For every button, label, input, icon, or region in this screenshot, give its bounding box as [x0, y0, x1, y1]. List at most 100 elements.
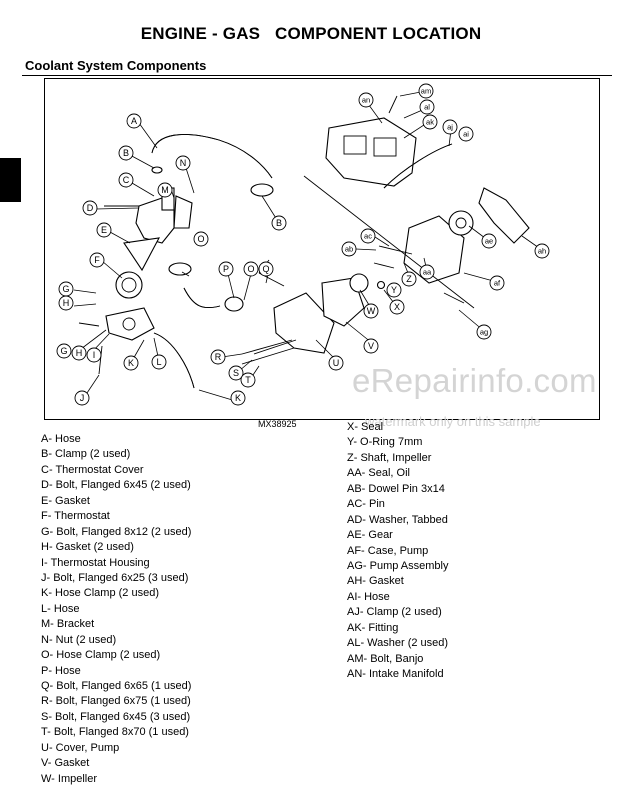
gasket-e [123, 237, 160, 272]
callout-g-lower: G [56, 343, 72, 359]
callout-j: J [74, 390, 90, 406]
callout-ah: ah [534, 243, 550, 259]
hose-clamp-b [250, 183, 274, 197]
legend-item: AH- Gasket [347, 575, 404, 588]
callout-ai: ai [458, 126, 474, 142]
svg-text:T: T [245, 375, 251, 385]
svg-text:A: A [131, 116, 137, 126]
parts-legend-left: A- Hose B- Clamp (2 used) C- Thermostat … [41, 432, 191, 787]
svg-text:ag: ag [480, 328, 488, 337]
svg-text:G: G [62, 284, 69, 294]
svg-text:P: P [223, 264, 229, 274]
gear-ae [448, 210, 474, 236]
svg-text:U: U [333, 358, 340, 368]
legend-item: AN- Intake Manifold [347, 668, 444, 680]
callout-x: X [389, 299, 405, 315]
legend-item: P- Hose [41, 664, 81, 677]
legend-item: U- Cover, Pump [41, 741, 120, 754]
svg-text:ai: ai [463, 130, 469, 139]
callout-g: G [58, 281, 74, 297]
callout-n: N [175, 155, 191, 171]
callout-af: af [489, 275, 505, 291]
svg-text:ah: ah [538, 247, 546, 256]
svg-text:O: O [247, 264, 254, 274]
callout-u: U [328, 355, 344, 371]
svg-text:Y: Y [391, 285, 397, 295]
svg-text:B: B [123, 148, 129, 158]
section-title: Coolant System Components [25, 58, 207, 73]
legend-item: W- Impeller [41, 772, 98, 785]
svg-text:V: V [368, 341, 374, 351]
svg-text:aj: aj [447, 123, 453, 132]
legend-item: AI- Hose [347, 590, 390, 603]
legend-item: R- Bolt, Flanged 6x75 (1 used) [41, 695, 191, 708]
legend-item: AD- Washer, Tabbed [347, 513, 448, 526]
callout-aj: aj [442, 119, 458, 135]
legend-item: AB- Dowel Pin 3x14 [347, 482, 445, 495]
svg-text:Q: Q [262, 264, 269, 274]
svg-text:aa: aa [423, 268, 432, 277]
callout-o: O [193, 231, 209, 247]
legend-item: K- Hose Clamp (2 used) [41, 587, 159, 600]
legend-item: G- Bolt, Flanged 8x12 (2 used) [41, 525, 192, 538]
legend-item: AF- Case, Pump [347, 544, 429, 557]
svg-text:K: K [128, 358, 134, 368]
svg-text:E: E [101, 225, 107, 235]
callout-ak: ak [422, 114, 438, 130]
callout-a: A [126, 113, 142, 129]
callout-b: B [118, 145, 134, 161]
callout-m: M [157, 182, 173, 198]
svg-text:N: N [180, 158, 187, 168]
svg-text:W: W [367, 306, 376, 316]
callout-p: P [218, 261, 234, 277]
svg-text:F: F [94, 255, 100, 265]
svg-text:H: H [63, 298, 70, 308]
legend-item: AA- Seal, Oil [347, 467, 410, 480]
svg-text:G: G [60, 346, 67, 356]
coolant-system-diagram: A B C D E F G H G H I J K L K M N B O P … [44, 78, 600, 420]
legend-item: D- Bolt, Flanged 6x45 (2 used) [41, 479, 191, 492]
page-title: ENGINE - GAS COMPONENT LOCATION [140, 24, 482, 43]
callout-v: V [363, 338, 379, 354]
legend-item: AJ- Clamp (2 used) [347, 606, 442, 619]
svg-text:X: X [394, 302, 400, 312]
legend-item: AE- Gear [347, 529, 393, 542]
legend-item: Q- Bolt, Flanged 6x65 (1 used) [41, 680, 192, 692]
figure-id: MX38925 [258, 419, 297, 429]
svg-text:al: al [424, 103, 430, 112]
callout-k-lower: K [230, 390, 246, 406]
callout-z: Z [401, 271, 417, 287]
watermark-text: eRepairinfo.com [352, 362, 597, 399]
callout-f: F [89, 252, 105, 268]
callout-e: E [96, 222, 112, 238]
legend-item: F- Thermostat [41, 510, 110, 523]
legend-item: N- Nut (2 used) [41, 633, 117, 646]
callout-h-lower: H [71, 345, 87, 361]
callout-q: Q [258, 261, 274, 277]
callout-h: H [58, 295, 74, 311]
legend-item: C- Thermostat Cover [41, 463, 144, 476]
svg-text:C: C [123, 175, 130, 185]
svg-text:B: B [276, 218, 282, 228]
svg-text:ab: ab [345, 245, 353, 254]
svg-text:ac: ac [364, 232, 372, 241]
callout-d: D [82, 200, 98, 216]
svg-text:H: H [76, 348, 83, 358]
svg-text:J: J [80, 393, 85, 403]
legend-item: M- Bracket [41, 618, 95, 631]
callout-ab: ab [341, 241, 357, 257]
callout-o-lower: O [243, 261, 259, 277]
pump-cover-u [273, 292, 335, 354]
callout-c: C [118, 172, 134, 188]
legend-item: AL- Washer (2 used) [347, 637, 449, 650]
callout-ae: ae [481, 233, 497, 249]
legend-item: E- Gasket [41, 494, 90, 507]
legend-item: Z- Shaft, Impeller [347, 451, 432, 464]
callout-y: Y [386, 282, 402, 298]
legend-item: O- Hose Clamp (2 used) [41, 649, 161, 662]
callout-aa: aa [419, 264, 435, 280]
callout-r: R [210, 349, 226, 365]
legend-item: X- Seal [347, 421, 384, 433]
svg-text:K: K [235, 393, 241, 403]
parts-legend-right: X- Seal Y- O-Ring 7mm Z- Shaft, Impeller… [347, 420, 448, 682]
